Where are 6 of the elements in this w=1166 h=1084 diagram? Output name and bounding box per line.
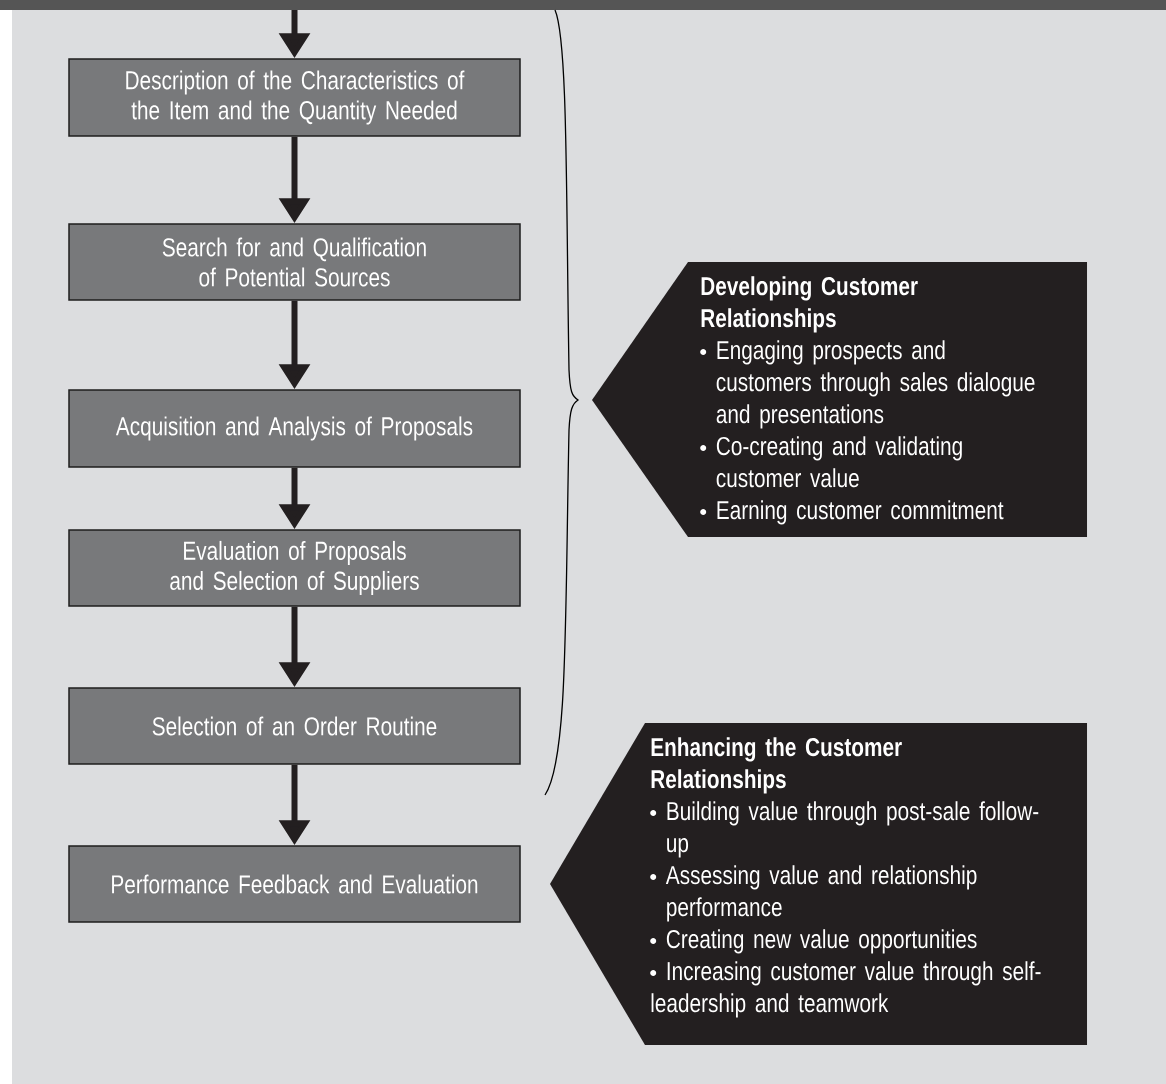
- process-box: Performance Feedback and Evaluation: [68, 845, 521, 923]
- process-box: Selection of an Order Routine: [68, 687, 521, 765]
- process-box: Search for and Qualification of Potential Sources: [68, 223, 521, 301]
- process-box: Evaluation of Proposals and Selection of Suppliers: [68, 529, 521, 607]
- process-box: Description of the Characteristics of the Item and the Quantity Needed: [68, 58, 521, 137]
- process-box: Acquisition and Analysis of Proposals: [68, 389, 521, 468]
